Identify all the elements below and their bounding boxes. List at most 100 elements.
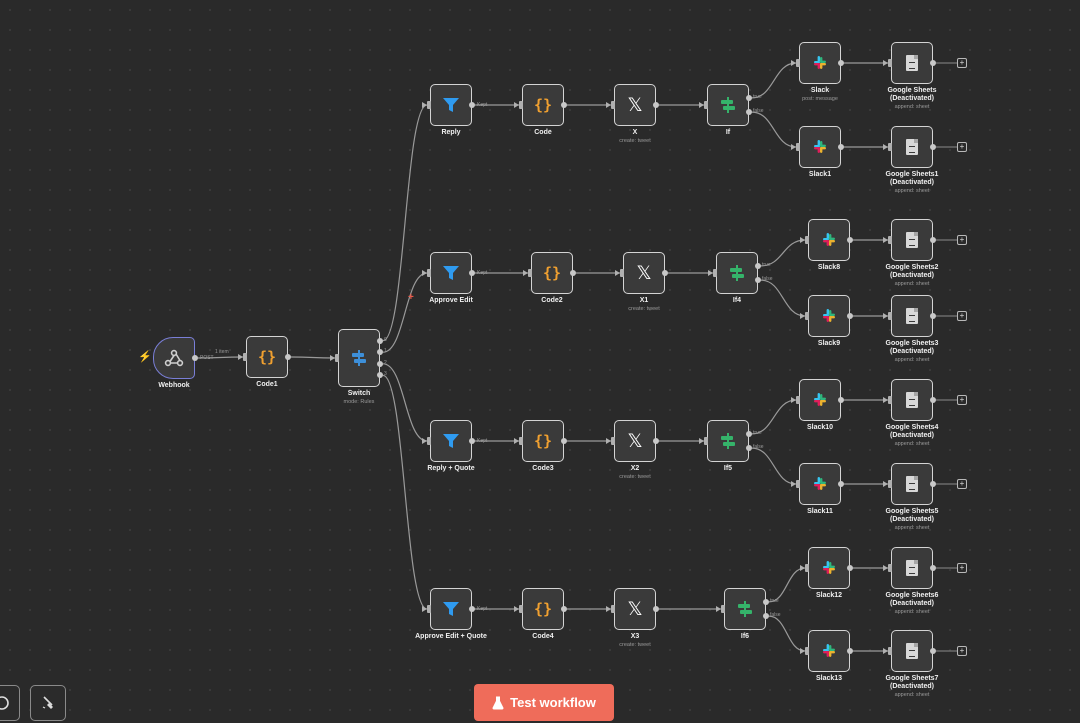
input-port[interactable] — [427, 437, 431, 445]
output-port[interactable] — [285, 354, 291, 360]
node-sheets4[interactable] — [891, 379, 933, 421]
output-port[interactable] — [377, 337, 383, 344]
output-port[interactable] — [838, 481, 844, 487]
node-slack11[interactable] — [799, 463, 841, 505]
add-node-button[interactable]: + — [957, 235, 967, 245]
node-if[interactable] — [707, 84, 749, 126]
connection-code1-switch[interactable] — [290, 356, 336, 359]
node-slack10[interactable] — [799, 379, 841, 421]
input-port[interactable] — [427, 269, 431, 277]
output-port[interactable] — [192, 355, 198, 361]
input-port[interactable] — [519, 437, 523, 445]
node-slack8[interactable] — [808, 219, 850, 261]
input-port[interactable] — [888, 564, 892, 572]
output-port[interactable] — [930, 481, 936, 487]
node-webhook[interactable] — [153, 337, 195, 379]
connection-switch-approveq[interactable] — [382, 374, 428, 610]
output-port[interactable] — [838, 60, 844, 66]
output-port[interactable] — [469, 606, 475, 612]
connection-if4-slack8[interactable] — [760, 239, 806, 267]
input-port[interactable] — [805, 236, 809, 244]
output-port[interactable] — [662, 270, 668, 276]
node-code3[interactable]: {} — [522, 420, 564, 462]
output-port[interactable] — [838, 144, 844, 150]
node-slack1[interactable] — [799, 126, 841, 168]
node-slack12[interactable] — [808, 547, 850, 589]
output-port[interactable] — [930, 648, 936, 654]
input-port[interactable] — [796, 480, 800, 488]
delete-connection-icon[interactable]: + — [408, 292, 414, 303]
input-port[interactable] — [888, 312, 892, 320]
output-port[interactable] — [570, 270, 576, 276]
connection-switch-approve[interactable] — [382, 272, 428, 353]
node-slack13[interactable] — [808, 630, 850, 672]
connection-if-slack1[interactable] — [751, 111, 797, 148]
input-port[interactable] — [427, 101, 431, 109]
input-port[interactable] — [519, 101, 523, 109]
connection-switch-replyq[interactable] — [382, 363, 428, 442]
input-port[interactable] — [620, 269, 624, 277]
node-code4[interactable]: {} — [522, 588, 564, 630]
output-port[interactable] — [561, 606, 567, 612]
input-port[interactable] — [721, 605, 725, 613]
node-replyq[interactable] — [430, 420, 472, 462]
connection-if-slack[interactable] — [751, 62, 797, 99]
connection-if4-slack9[interactable] — [760, 279, 806, 317]
input-port[interactable] — [335, 354, 339, 362]
output-port[interactable] — [930, 60, 936, 66]
output-port[interactable] — [653, 102, 659, 108]
input-port[interactable] — [243, 353, 247, 361]
node-sheets7[interactable] — [891, 630, 933, 672]
node-sheets1[interactable] — [891, 126, 933, 168]
node-reply[interactable] — [430, 84, 472, 126]
output-port[interactable] — [930, 237, 936, 243]
node-approve[interactable] — [430, 252, 472, 294]
node-x1[interactable]: 𝕏 — [623, 252, 665, 294]
input-port[interactable] — [805, 312, 809, 320]
input-port[interactable] — [611, 605, 615, 613]
test-workflow-button[interactable]: Test workflow — [474, 684, 614, 721]
node-sheets[interactable] — [891, 42, 933, 84]
output-port[interactable] — [653, 606, 659, 612]
input-port[interactable] — [888, 396, 892, 404]
output-port[interactable] — [469, 270, 475, 276]
node-code1[interactable]: {} — [246, 336, 288, 378]
node-slack[interactable] — [799, 42, 841, 84]
node-switch[interactable] — [338, 329, 380, 387]
add-node-button[interactable]: + — [957, 395, 967, 405]
output-port[interactable] — [377, 360, 383, 367]
node-code2[interactable]: {} — [531, 252, 573, 294]
node-if4[interactable] — [716, 252, 758, 294]
input-port[interactable] — [805, 647, 809, 655]
input-port[interactable] — [796, 396, 800, 404]
connection-switch-reply[interactable] — [382, 104, 428, 342]
node-x3[interactable]: 𝕏 — [614, 588, 656, 630]
input-port[interactable] — [888, 236, 892, 244]
node-sheets3[interactable] — [891, 295, 933, 337]
node-x[interactable]: 𝕏 — [614, 84, 656, 126]
output-port[interactable] — [847, 565, 853, 571]
node-sheets2[interactable] — [891, 219, 933, 261]
node-approveq[interactable] — [430, 588, 472, 630]
output-port[interactable] — [930, 565, 936, 571]
connection-webhook-code1[interactable] — [197, 356, 244, 359]
tidy-up-button[interactable] — [30, 685, 66, 721]
input-port[interactable] — [796, 143, 800, 151]
output-port[interactable] — [847, 313, 853, 319]
output-port[interactable] — [746, 109, 752, 116]
output-port[interactable] — [377, 349, 383, 356]
input-port[interactable] — [713, 269, 717, 277]
input-port[interactable] — [888, 647, 892, 655]
input-port[interactable] — [519, 605, 523, 613]
input-port[interactable] — [611, 101, 615, 109]
connection-if5-slack11[interactable] — [751, 447, 797, 485]
add-node-button[interactable]: + — [957, 311, 967, 321]
connection-if5-slack10[interactable] — [751, 399, 797, 435]
input-port[interactable] — [796, 59, 800, 67]
node-if5[interactable] — [707, 420, 749, 462]
add-node-button[interactable]: + — [957, 563, 967, 573]
add-node-button[interactable]: + — [957, 479, 967, 489]
output-port[interactable] — [561, 438, 567, 444]
output-port[interactable] — [469, 102, 475, 108]
